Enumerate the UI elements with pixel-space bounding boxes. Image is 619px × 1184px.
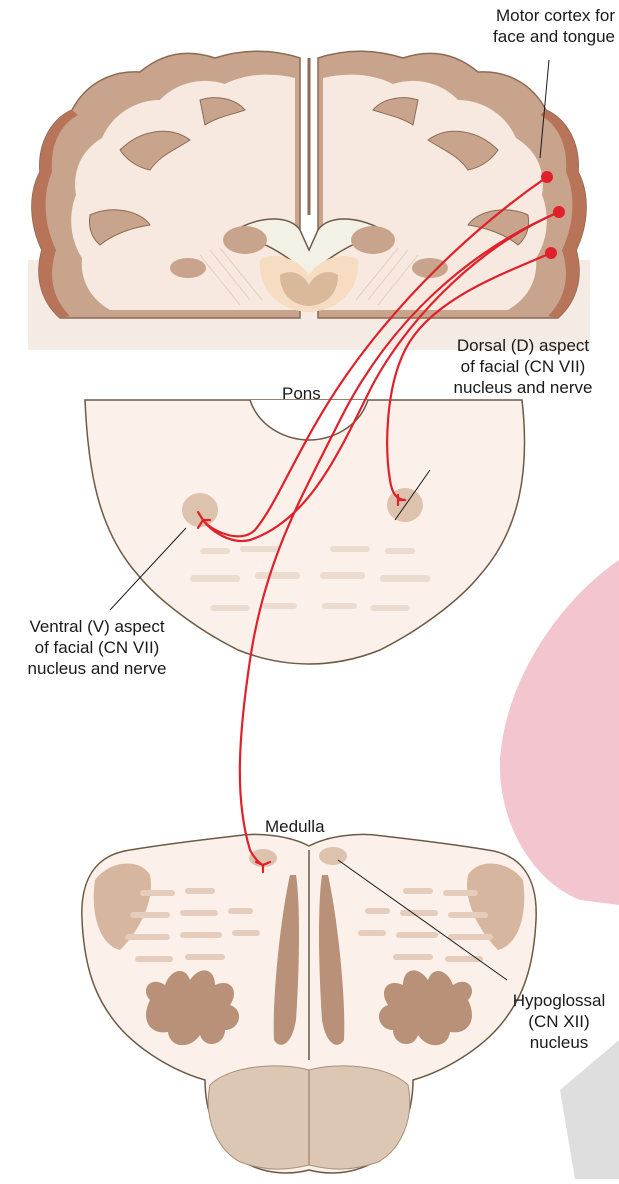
left-basal-ganglia	[223, 226, 267, 254]
cortex-neuron-3	[545, 247, 557, 259]
motor-cortex-label-line-2: face and tongue	[453, 26, 615, 47]
motor-cortex-label-line-1: Motor cortex for	[453, 5, 615, 26]
dorsal-facial-label-line-1: Dorsal (D) aspect	[438, 335, 608, 356]
hypoglossal-label-line-2: (CN XII)	[500, 1011, 618, 1032]
right-hypoglossal-nucleus	[319, 847, 347, 865]
gray-background-shape	[560, 1040, 619, 1179]
motor-cortex-label: Motor cortex for face and tongue	[453, 5, 615, 47]
pons-label: Pons	[282, 383, 321, 404]
hypoglossal-label-line-3: nucleus	[500, 1032, 618, 1053]
dorsal-facial-label-line-3: nucleus and nerve	[438, 377, 608, 398]
ventral-facial-label-line-1: Ventral (V) aspect	[2, 616, 192, 637]
left-putamen	[170, 258, 206, 278]
cortex-neuron-2	[553, 206, 565, 218]
hypoglossal-label-line-1: Hypoglossal	[500, 990, 618, 1011]
ventral-facial-label-line-3: nucleus and nerve	[2, 658, 192, 679]
right-basal-ganglia	[351, 226, 395, 254]
dorsal-facial-label-line-2: of facial (CN VII)	[438, 356, 608, 377]
ventral-facial-nucleus	[182, 493, 218, 527]
medulla-section	[82, 834, 536, 1173]
pink-background-shape	[500, 560, 619, 905]
dorsal-facial-label: Dorsal (D) aspect of facial (CN VII) nuc…	[438, 335, 608, 398]
ventral-facial-label: Ventral (V) aspect of facial (CN VII) nu…	[2, 616, 192, 679]
medulla-label: Medulla	[265, 816, 325, 837]
cortex-neuron-1	[541, 171, 553, 183]
ventral-facial-label-line-2: of facial (CN VII)	[2, 637, 192, 658]
coronal-brain-section	[28, 51, 590, 350]
hypoglossal-label: Hypoglossal (CN XII) nucleus	[500, 990, 618, 1053]
